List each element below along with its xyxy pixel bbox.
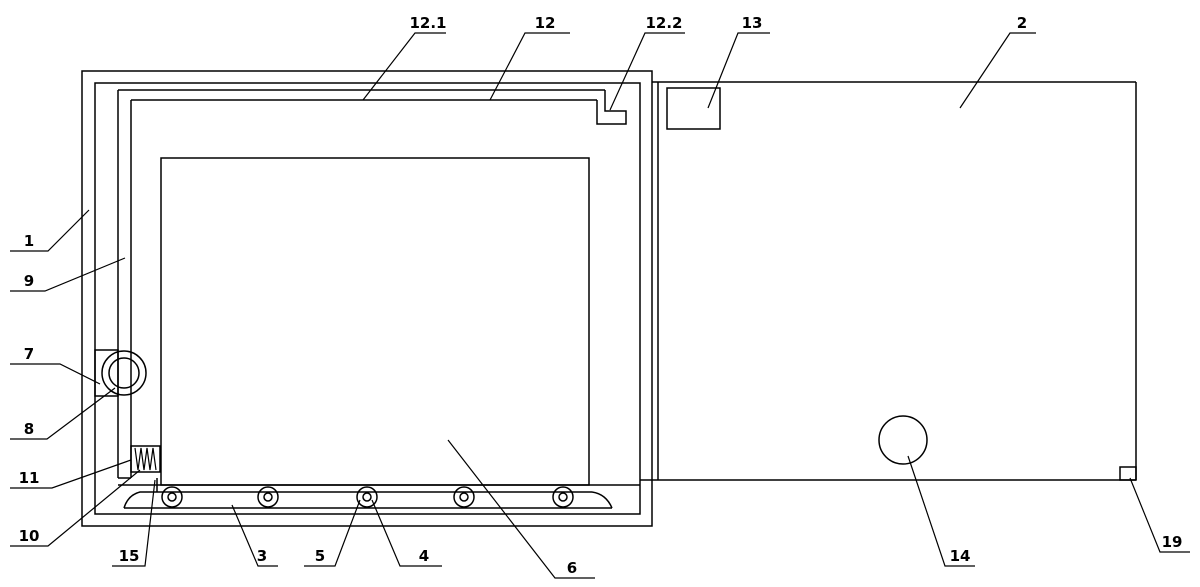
wheel-4 [453, 486, 475, 508]
label-9: 9 [24, 272, 34, 290]
wheel-3 [356, 486, 378, 508]
label-5: 5 [315, 547, 325, 565]
corner-block [1119, 466, 1137, 481]
label-7: 7 [24, 345, 34, 363]
label-14: 14 [950, 547, 971, 565]
label-19: 19 [1162, 533, 1183, 551]
label-4: 4 [419, 547, 429, 565]
label-1: 1 [24, 232, 34, 250]
roller-inner [108, 357, 140, 389]
label-15: 15 [119, 547, 140, 565]
label-3: 3 [257, 547, 267, 565]
housing-outer-wall [81, 70, 653, 527]
wheel-1 [161, 486, 183, 508]
label-12-2: 12.2 [645, 14, 682, 32]
label-10: 10 [19, 527, 40, 545]
spring [130, 445, 161, 473]
control-box [666, 87, 721, 130]
leader-lines [10, 32, 1190, 579]
top-rail [118, 89, 627, 125]
wheel-5 [552, 486, 574, 508]
bracket [94, 349, 119, 397]
label-6: 6 [567, 559, 577, 577]
drawer-panel [640, 81, 1137, 481]
roller-outer [101, 350, 147, 396]
wheel-2 [257, 486, 279, 508]
handle [878, 415, 928, 465]
label-12-1: 12.1 [409, 14, 446, 32]
label-8: 8 [24, 420, 34, 438]
vertical-guide [117, 90, 132, 479]
tray-box [160, 157, 590, 486]
label-2: 2 [1017, 14, 1027, 32]
housing-inner-wall [94, 82, 641, 515]
label-13: 13 [742, 14, 763, 32]
label-11: 11 [19, 469, 40, 487]
label-12: 12 [535, 14, 556, 32]
